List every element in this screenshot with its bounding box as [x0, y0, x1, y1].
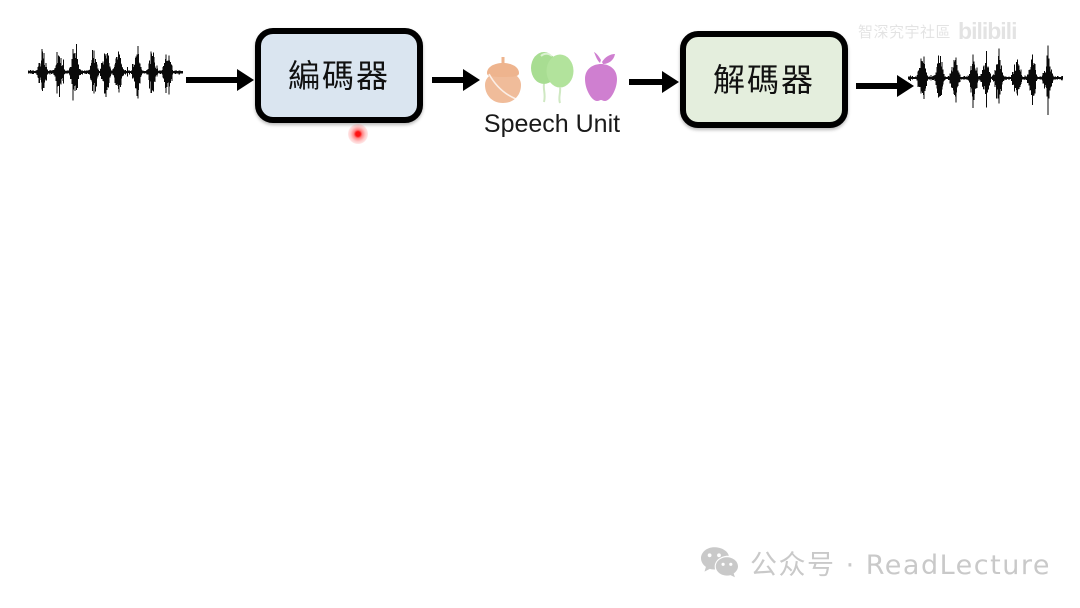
speech-unit-group: Speech Unit — [478, 46, 626, 139]
decoder-box[interactable]: 解碼器 — [680, 31, 848, 128]
decoder-label: 解碼器 — [712, 60, 815, 99]
apple-icon — [580, 49, 622, 104]
speech-unit-label: Speech Unit — [483, 110, 621, 138]
arrow-decoder-to-output — [856, 75, 914, 97]
arrow-unit-to-decoder — [629, 71, 679, 93]
balloons-icon — [528, 46, 576, 104]
wechat-watermark: 公众号 · ReadLecture — [700, 543, 1051, 582]
speech-unit-icon-row — [478, 46, 626, 104]
arrow-input-to-encoder — [186, 69, 254, 91]
acorn-icon — [482, 54, 524, 104]
encoder-label: 編碼器 — [287, 56, 390, 95]
wechat-watermark-text: 公众号 · ReadLecture — [750, 550, 1051, 581]
output-waveform-icon — [908, 28, 1063, 128]
encoder-box[interactable]: 編碼器 — [255, 28, 423, 123]
arrow-encoder-to-unit — [432, 69, 480, 91]
laser-pointer-dot — [348, 124, 368, 144]
input-waveform-icon — [28, 22, 183, 122]
wechat-icon — [700, 546, 739, 579]
